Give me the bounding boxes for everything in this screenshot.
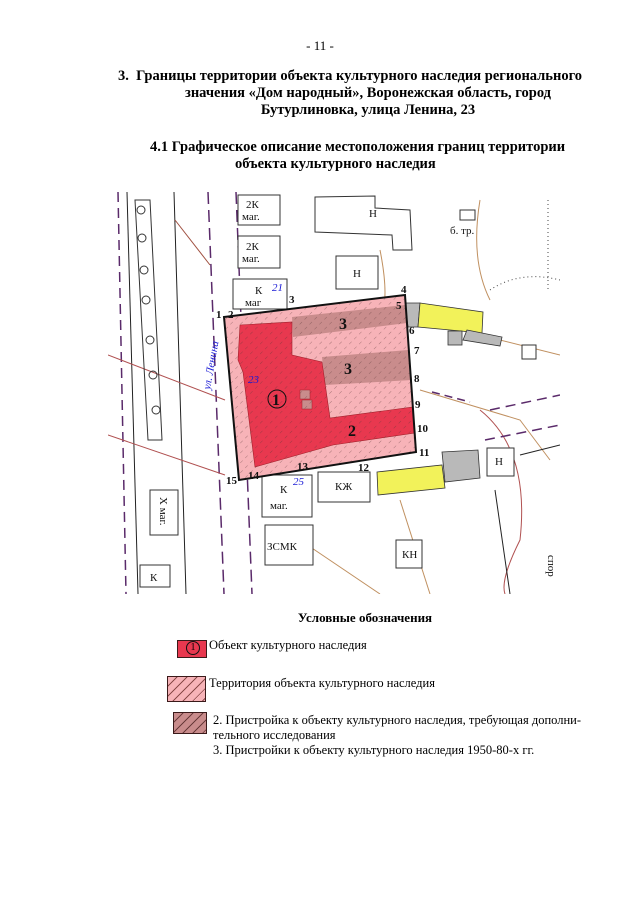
building-kn [395, 539, 423, 569]
map-label: спор [545, 555, 557, 577]
point-label: 9 [415, 399, 421, 411]
building-zsmk [264, 524, 314, 566]
buildings [139, 194, 537, 588]
auxiliary-structures [376, 302, 503, 496]
building-2k-mag-1 [237, 194, 281, 226]
zone-label: 3 [344, 361, 352, 378]
point-label: 2 [228, 309, 234, 321]
page-number: - 11 - [306, 38, 334, 53]
map-label: маг. [270, 500, 288, 512]
building-n-2 [335, 255, 379, 290]
territory-boundary [222, 293, 418, 482]
map-label: маг. [242, 253, 260, 265]
object-number-circle [267, 389, 287, 409]
point-label: 3 [289, 294, 295, 306]
legend-label-territory: Территория объекта культурного наследия [209, 676, 435, 690]
building-x-mag [149, 489, 179, 536]
map-label: 2К [246, 241, 260, 253]
house-number: 25 [293, 476, 305, 488]
legend-symbol: 1 [186, 641, 200, 655]
legend-label-annex-line2: тельного исследования [213, 728, 336, 742]
map-label: К [150, 572, 158, 584]
point-label: 10 [417, 423, 429, 435]
building-kzh [317, 471, 371, 503]
building-k-mag-25 [261, 474, 313, 518]
yellow-building-2 [376, 464, 446, 496]
building-k-mag-21 [232, 278, 288, 310]
map-label: б. тр. [450, 225, 475, 237]
tree-alley [134, 199, 163, 441]
map-label: КН [402, 549, 417, 561]
legend-label-annex-line1: 2. Пристройка к объекту культурного насл… [213, 713, 582, 727]
map-label: К [255, 285, 263, 297]
point-label: 5 [396, 300, 402, 312]
map-label: ЗСМК [267, 541, 298, 553]
section-heading: 3. Границы территории объекта культурног… [118, 68, 618, 119]
building-2k-mag-2 [237, 235, 281, 269]
legend-swatch-object: 1 [177, 640, 207, 658]
section-heading-line1: 3. Границы территории объекта культурног… [118, 68, 583, 84]
point-label: 14 [248, 470, 260, 482]
map-label: Х маг. [157, 497, 169, 526]
zone-label: 1 [272, 392, 280, 409]
house-number: 23 [248, 374, 260, 386]
point-label: 8 [414, 373, 420, 385]
point-label: 7 [414, 345, 420, 357]
legend-label-annex-line3: 3. Пристройки к объекту культурного насл… [213, 743, 535, 757]
map-label: маг [245, 297, 262, 309]
legend-swatch-annex [173, 712, 207, 734]
subsection-heading: 4.1 Графическое описание местоположения … [150, 139, 610, 173]
map-label: Н [369, 208, 377, 220]
section-heading-line3: Бутурлиновка, улица Ленина, 23 [260, 102, 476, 118]
map-label: Н [495, 456, 503, 468]
site-map: 2К маг. 2К маг. Н б. тр. Н К маг Н КЖ К … [108, 192, 560, 594]
building-n-1 [314, 195, 413, 251]
point-label: 4 [401, 284, 407, 296]
house-number: 21 [272, 282, 283, 294]
building-k [139, 564, 171, 588]
map-label: К [280, 484, 288, 496]
legend-swatch-territory [167, 676, 206, 702]
map-label: 2К [246, 199, 260, 211]
map-label: маг. [242, 211, 260, 223]
zone-label: 2 [348, 423, 356, 440]
point-label: 13 [297, 461, 309, 473]
legend-label-object: Объект культурного наследия [209, 638, 367, 652]
section-heading-line2: значения «Дом народный», Воронежская обл… [185, 85, 551, 101]
point-label: 6 [409, 325, 415, 337]
subsection-heading-line2: объекта культурного наследия [235, 156, 436, 172]
map-label: КЖ [335, 481, 352, 493]
point-label: 12 [358, 462, 370, 474]
point-label: 15 [226, 475, 238, 487]
building-n-3 [486, 447, 515, 477]
legend-title: Условные обозначения [297, 610, 433, 625]
map-label: Н [353, 268, 361, 280]
zone-label: 3 [339, 316, 347, 333]
point-label: 1 [216, 309, 222, 321]
subsection-heading-line1: 4.1 Графическое описание местоположения … [150, 139, 566, 155]
point-label: 11 [419, 447, 429, 459]
